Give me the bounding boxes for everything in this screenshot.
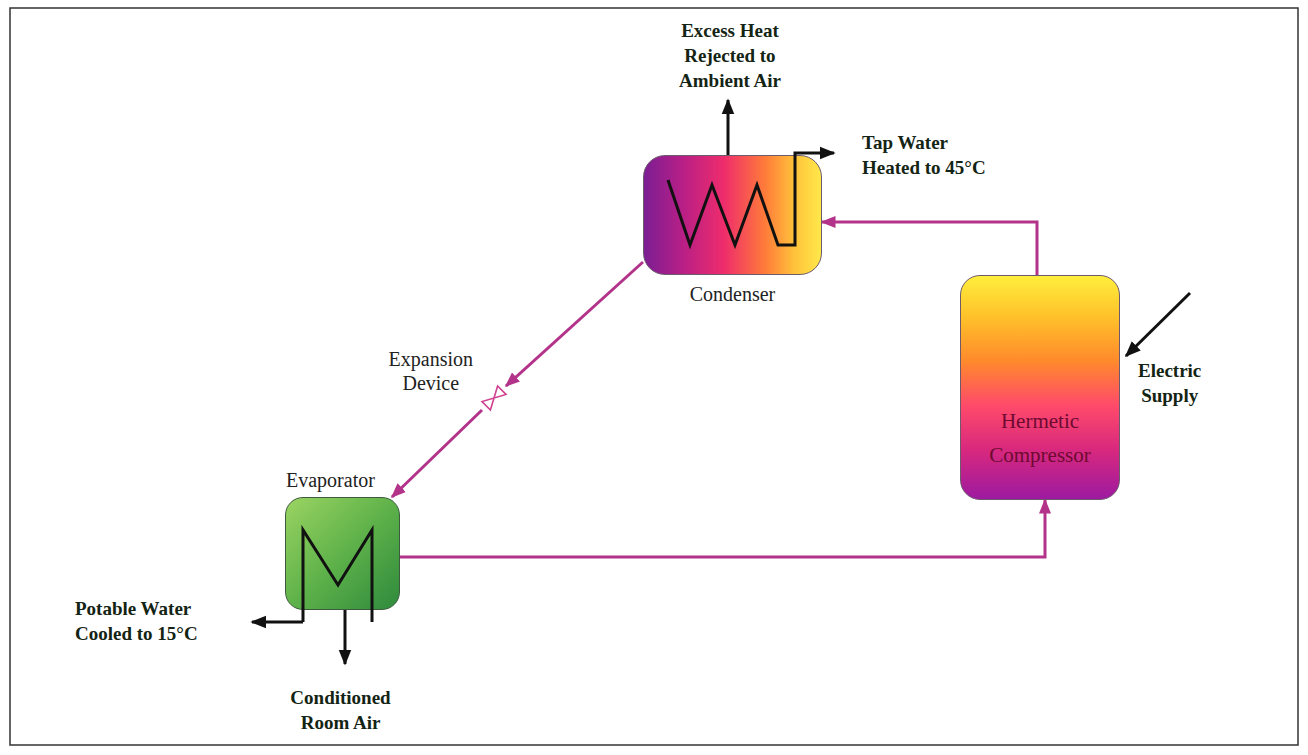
compressor-box: Hermetic Compressor bbox=[960, 275, 1120, 500]
refrigerant-line bbox=[506, 262, 643, 386]
refrigerant-line bbox=[822, 222, 1037, 275]
refrigerant-line bbox=[392, 410, 482, 497]
expansion-valve: Expansion Device bbox=[479, 383, 509, 413]
room-air-label: Conditioned Room Air bbox=[283, 685, 398, 735]
heat-reject-arrow bbox=[727, 100, 730, 155]
node-label: Evaporator bbox=[286, 468, 375, 492]
heat-reject-label: Excess Heat Rejected to Ambient Air bbox=[670, 18, 790, 93]
node-label: Expansion Device bbox=[389, 347, 473, 395]
room-air-arrow bbox=[344, 610, 347, 664]
evaporator-coil bbox=[303, 530, 372, 622]
valve-symbol bbox=[479, 383, 509, 413]
valve-outline bbox=[482, 386, 506, 410]
condenser-coil bbox=[668, 153, 834, 245]
refrigerant-line bbox=[400, 500, 1045, 557]
frame bbox=[10, 8, 1298, 745]
electric-supply-label: Electric Supply bbox=[1138, 358, 1201, 408]
tap-water-label: Tap Water Heated to 45°C bbox=[862, 130, 1007, 180]
potable-water-arrow bbox=[252, 621, 303, 624]
electric-supply-arrow bbox=[1126, 293, 1190, 356]
potable-water-label: Potable Water Cooled to 15°C bbox=[75, 596, 215, 646]
node-label: Hermetic Compressor bbox=[961, 276, 1119, 472]
node-label: Condenser bbox=[644, 282, 821, 306]
